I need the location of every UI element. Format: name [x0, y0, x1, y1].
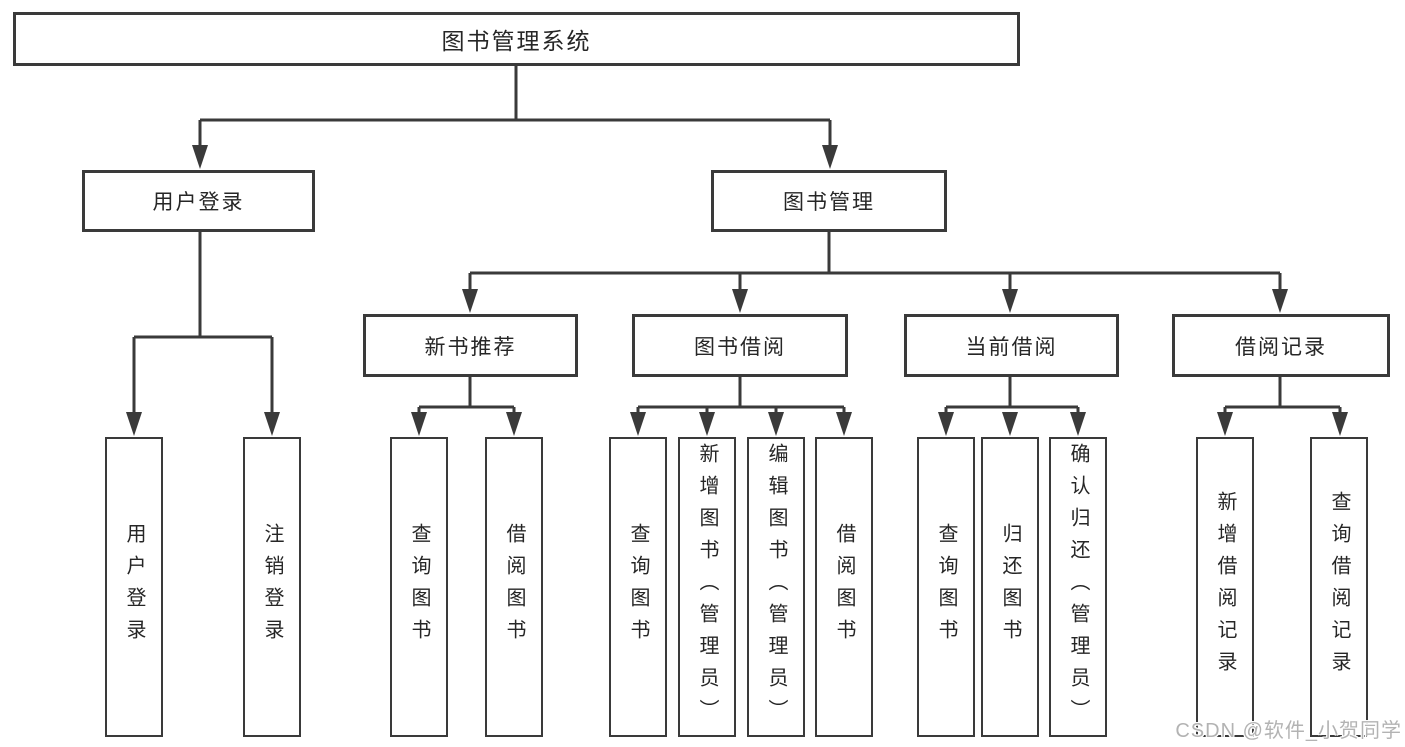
node-label: 图书管理: [783, 191, 875, 214]
node-label: 新书推荐: [424, 335, 517, 359]
node-label: 图书管理系统: [441, 28, 592, 54]
leaf-query-books-1: 查询图书: [390, 437, 448, 737]
node-label: 新增借阅记录: [1214, 491, 1236, 683]
node-user-login: 用户登录: [82, 170, 315, 232]
node-label: 确认归还（管理员）: [1067, 443, 1089, 731]
leaf-add-book-admin: 新增图书（管理员）: [678, 437, 736, 737]
leaf-user-login: 用户登录: [105, 437, 163, 737]
node-book-management: 图书管理: [711, 170, 947, 232]
node-new-book-recommendation: 新书推荐: [363, 314, 578, 377]
leaf-query-books-2: 查询图书: [609, 437, 667, 737]
node-label: 查询借阅记录: [1328, 491, 1350, 683]
node-label: 图书借阅: [694, 335, 786, 359]
node-label: 借阅图书: [833, 523, 855, 651]
node-label: 归还图书: [999, 523, 1021, 651]
leaf-add-borrow-record: 新增借阅记录: [1196, 437, 1254, 737]
leaf-confirm-return-admin: 确认归还（管理员）: [1049, 437, 1107, 737]
leaf-borrow-books-1: 借阅图书: [485, 437, 543, 737]
leaf-edit-book-admin: 编辑图书（管理员）: [747, 437, 805, 737]
node-current-borrowing: 当前借阅: [904, 314, 1119, 377]
leaf-query-borrow-record: 查询借阅记录: [1310, 437, 1368, 737]
node-label: 借阅记录: [1235, 335, 1327, 359]
node-label: 编辑图书（管理员）: [765, 443, 787, 731]
node-label: 查询图书: [408, 523, 430, 651]
leaf-return-book: 归还图书: [981, 437, 1039, 737]
node-label: 用户登录: [152, 191, 245, 214]
node-label: 查询图书: [935, 523, 957, 651]
node-label: 用户登录: [123, 523, 145, 651]
node-label: 新增图书（管理员）: [696, 443, 718, 731]
node-label: 注销登录: [261, 523, 283, 651]
node-label: 借阅图书: [503, 523, 525, 651]
csdn-watermark: CSDN @软件_小贺同学: [1175, 720, 1402, 742]
node-library-management-system: 图书管理系统: [13, 12, 1020, 66]
leaf-borrow-books-2: 借阅图书: [815, 437, 873, 737]
node-label: 查询图书: [627, 523, 649, 651]
leaf-logout: 注销登录: [243, 437, 301, 737]
node-label: 当前借阅: [965, 335, 1058, 359]
node-book-borrowing: 图书借阅: [632, 314, 848, 377]
node-borrowing-records: 借阅记录: [1172, 314, 1390, 377]
leaf-query-books-3: 查询图书: [917, 437, 975, 737]
